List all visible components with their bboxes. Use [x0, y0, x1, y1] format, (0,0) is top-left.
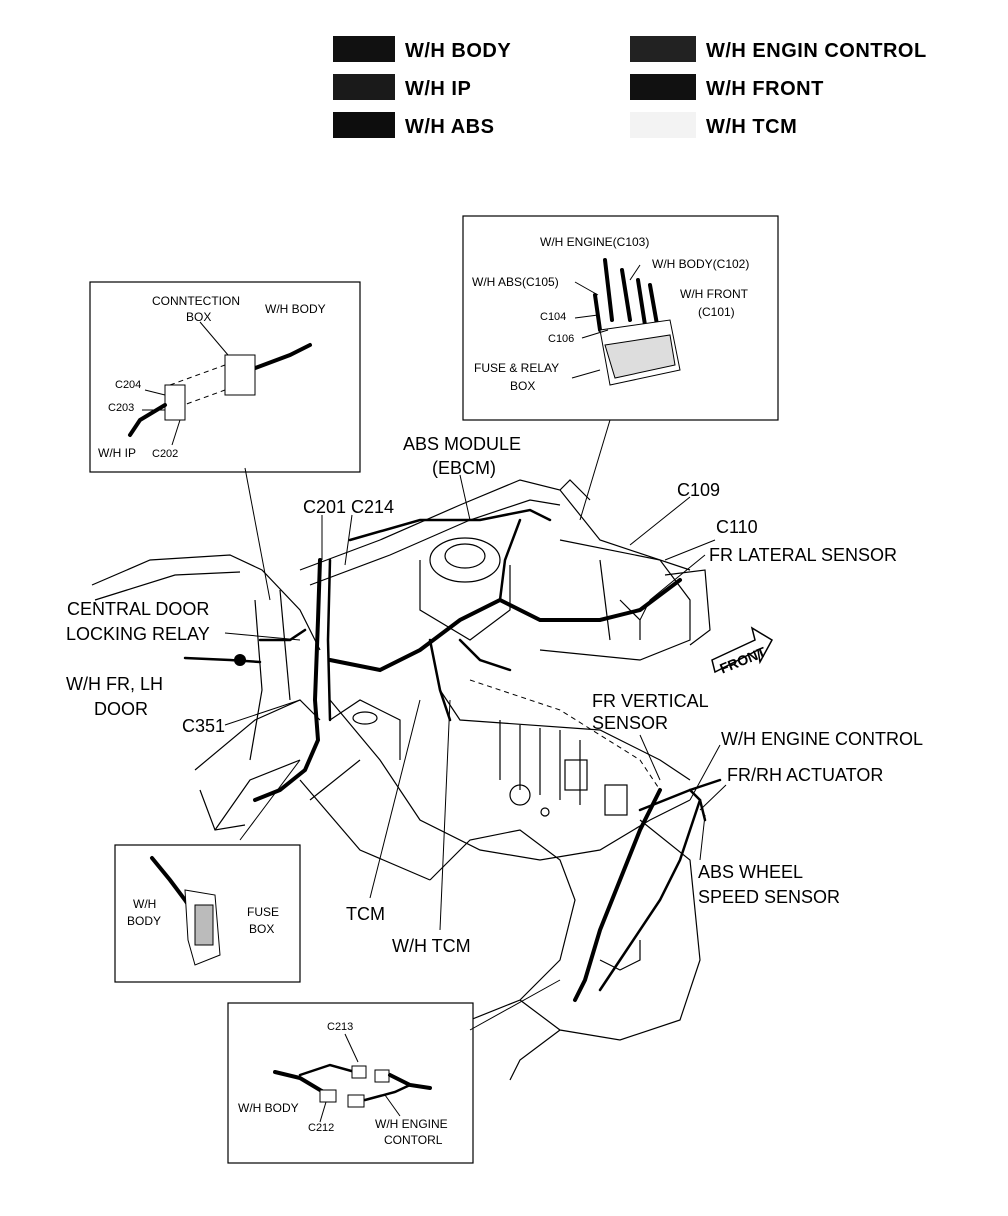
- label-wh-fr-lh: W/H FR, LH: [66, 674, 163, 694]
- label-wh-body-c102: W/H BODY(C102): [652, 257, 749, 271]
- inset-fuse-relay-box: W/H ENGINE(C103) W/H BODY(C102) W/H ABS(…: [462, 215, 779, 421]
- label-c101: (C101): [698, 305, 735, 319]
- label-wh-ip-inset: W/H IP: [98, 446, 136, 460]
- label-wh-tcm: W/H TCM: [392, 936, 471, 956]
- legend-label-wh-ip: W/H IP: [405, 78, 471, 100]
- label-c110: C110: [716, 517, 758, 537]
- label-fr-vertical: FR VERTICAL: [592, 691, 709, 711]
- label-wh-abs-c105: W/H ABS(C105): [472, 275, 559, 289]
- label-fuse-box-wh: W/H: [133, 897, 156, 911]
- label-fuse-box-fuse: FUSE: [247, 905, 279, 919]
- label-locking-relay: LOCKING RELAY: [66, 624, 210, 644]
- label-fr-lateral-sensor: FR LATERAL SENSOR: [709, 545, 897, 565]
- legend-swatch-wh-engin-control: [630, 36, 696, 62]
- label-wh-front-inset: W/H FRONT: [680, 287, 749, 301]
- label-c109: C109: [677, 480, 720, 500]
- legend-label-wh-body: W/H BODY: [405, 40, 511, 62]
- label-wh-engine-control: W/H ENGINE CONTROL: [721, 729, 923, 749]
- callout-labels: ABS MODULE (EBCM) C109 C110 FR LATERAL S…: [66, 434, 923, 956]
- label-contorl-bottom: CONTORL: [384, 1133, 443, 1147]
- legend-swatch-wh-ip: [333, 74, 395, 100]
- label-abs-module: ABS MODULE: [403, 434, 521, 454]
- legend-swatch-wh-tcm: [630, 112, 696, 138]
- label-wh-engine-c103: W/H ENGINE(C103): [540, 235, 649, 249]
- label-wh-engine-bottom: W/H ENGINE: [375, 1117, 448, 1131]
- legend-label-wh-tcm: W/H TCM: [706, 116, 797, 138]
- label-sensor: SENSOR: [592, 713, 668, 733]
- label-wh-body-inset: W/H BODY: [265, 302, 326, 316]
- label-c201-c214: C201 C214: [303, 497, 394, 517]
- label-abs-wheel: ABS WHEEL: [698, 862, 803, 882]
- label-fr-rh-actuator: FR/RH ACTUATOR: [727, 765, 883, 785]
- label-central-door: CENTRAL DOOR: [67, 599, 209, 619]
- label-wh-body-bottom: W/H BODY: [238, 1101, 299, 1115]
- vehicle-body-line-art: [91, 479, 711, 1081]
- inset-connection-box: CONNTECTION BOX W/H BODY C204 C203 W/H I…: [89, 281, 361, 473]
- label-c351: C351: [182, 716, 225, 736]
- legend-swatch-wh-body: [333, 36, 395, 62]
- label-c104: C104: [540, 311, 566, 323]
- label-c212: C212: [308, 1122, 334, 1134]
- legend-label-wh-abs: W/H ABS: [405, 116, 494, 138]
- inset-c213-c212: C213 W/H BODY C212 W/H ENGINE CONTORL: [227, 1002, 474, 1164]
- front-arrow-icon: FRONT: [711, 626, 774, 677]
- label-connection-box-1: CONNTECTION: [152, 294, 240, 308]
- label-c213: C213: [327, 1021, 353, 1033]
- label-c204: C204: [115, 379, 141, 391]
- legend: W/H BODY W/H IP W/H ABS W/H ENGIN CONTRO…: [333, 36, 927, 138]
- harness-routing: [183, 508, 722, 1002]
- label-door: DOOR: [94, 699, 148, 719]
- label-fuse-relay-box: BOX: [510, 379, 535, 393]
- label-fuse-box-box: BOX: [249, 922, 274, 936]
- legend-label-wh-front: W/H FRONT: [706, 78, 824, 100]
- label-fuse-relay: FUSE & RELAY: [474, 361, 559, 375]
- label-c203: C203: [108, 402, 134, 414]
- legend-swatch-wh-front: [630, 74, 696, 100]
- callout-leaders: [224, 419, 727, 1031]
- label-fuse-box-body: BODY: [127, 914, 161, 928]
- label-speed-sensor: SPEED SENSOR: [698, 887, 840, 907]
- label-c106: C106: [548, 333, 574, 345]
- label-tcm: TCM: [346, 904, 385, 924]
- legend-label-wh-engin-control: W/H ENGIN CONTROL: [706, 40, 927, 62]
- inset-fuse-box: W/H BODY FUSE BOX: [114, 844, 301, 983]
- legend-swatch-wh-abs: [333, 112, 395, 138]
- label-connection-box-2: BOX: [186, 310, 211, 324]
- label-ebcm: (EBCM): [432, 458, 496, 478]
- label-c202: C202: [152, 448, 178, 460]
